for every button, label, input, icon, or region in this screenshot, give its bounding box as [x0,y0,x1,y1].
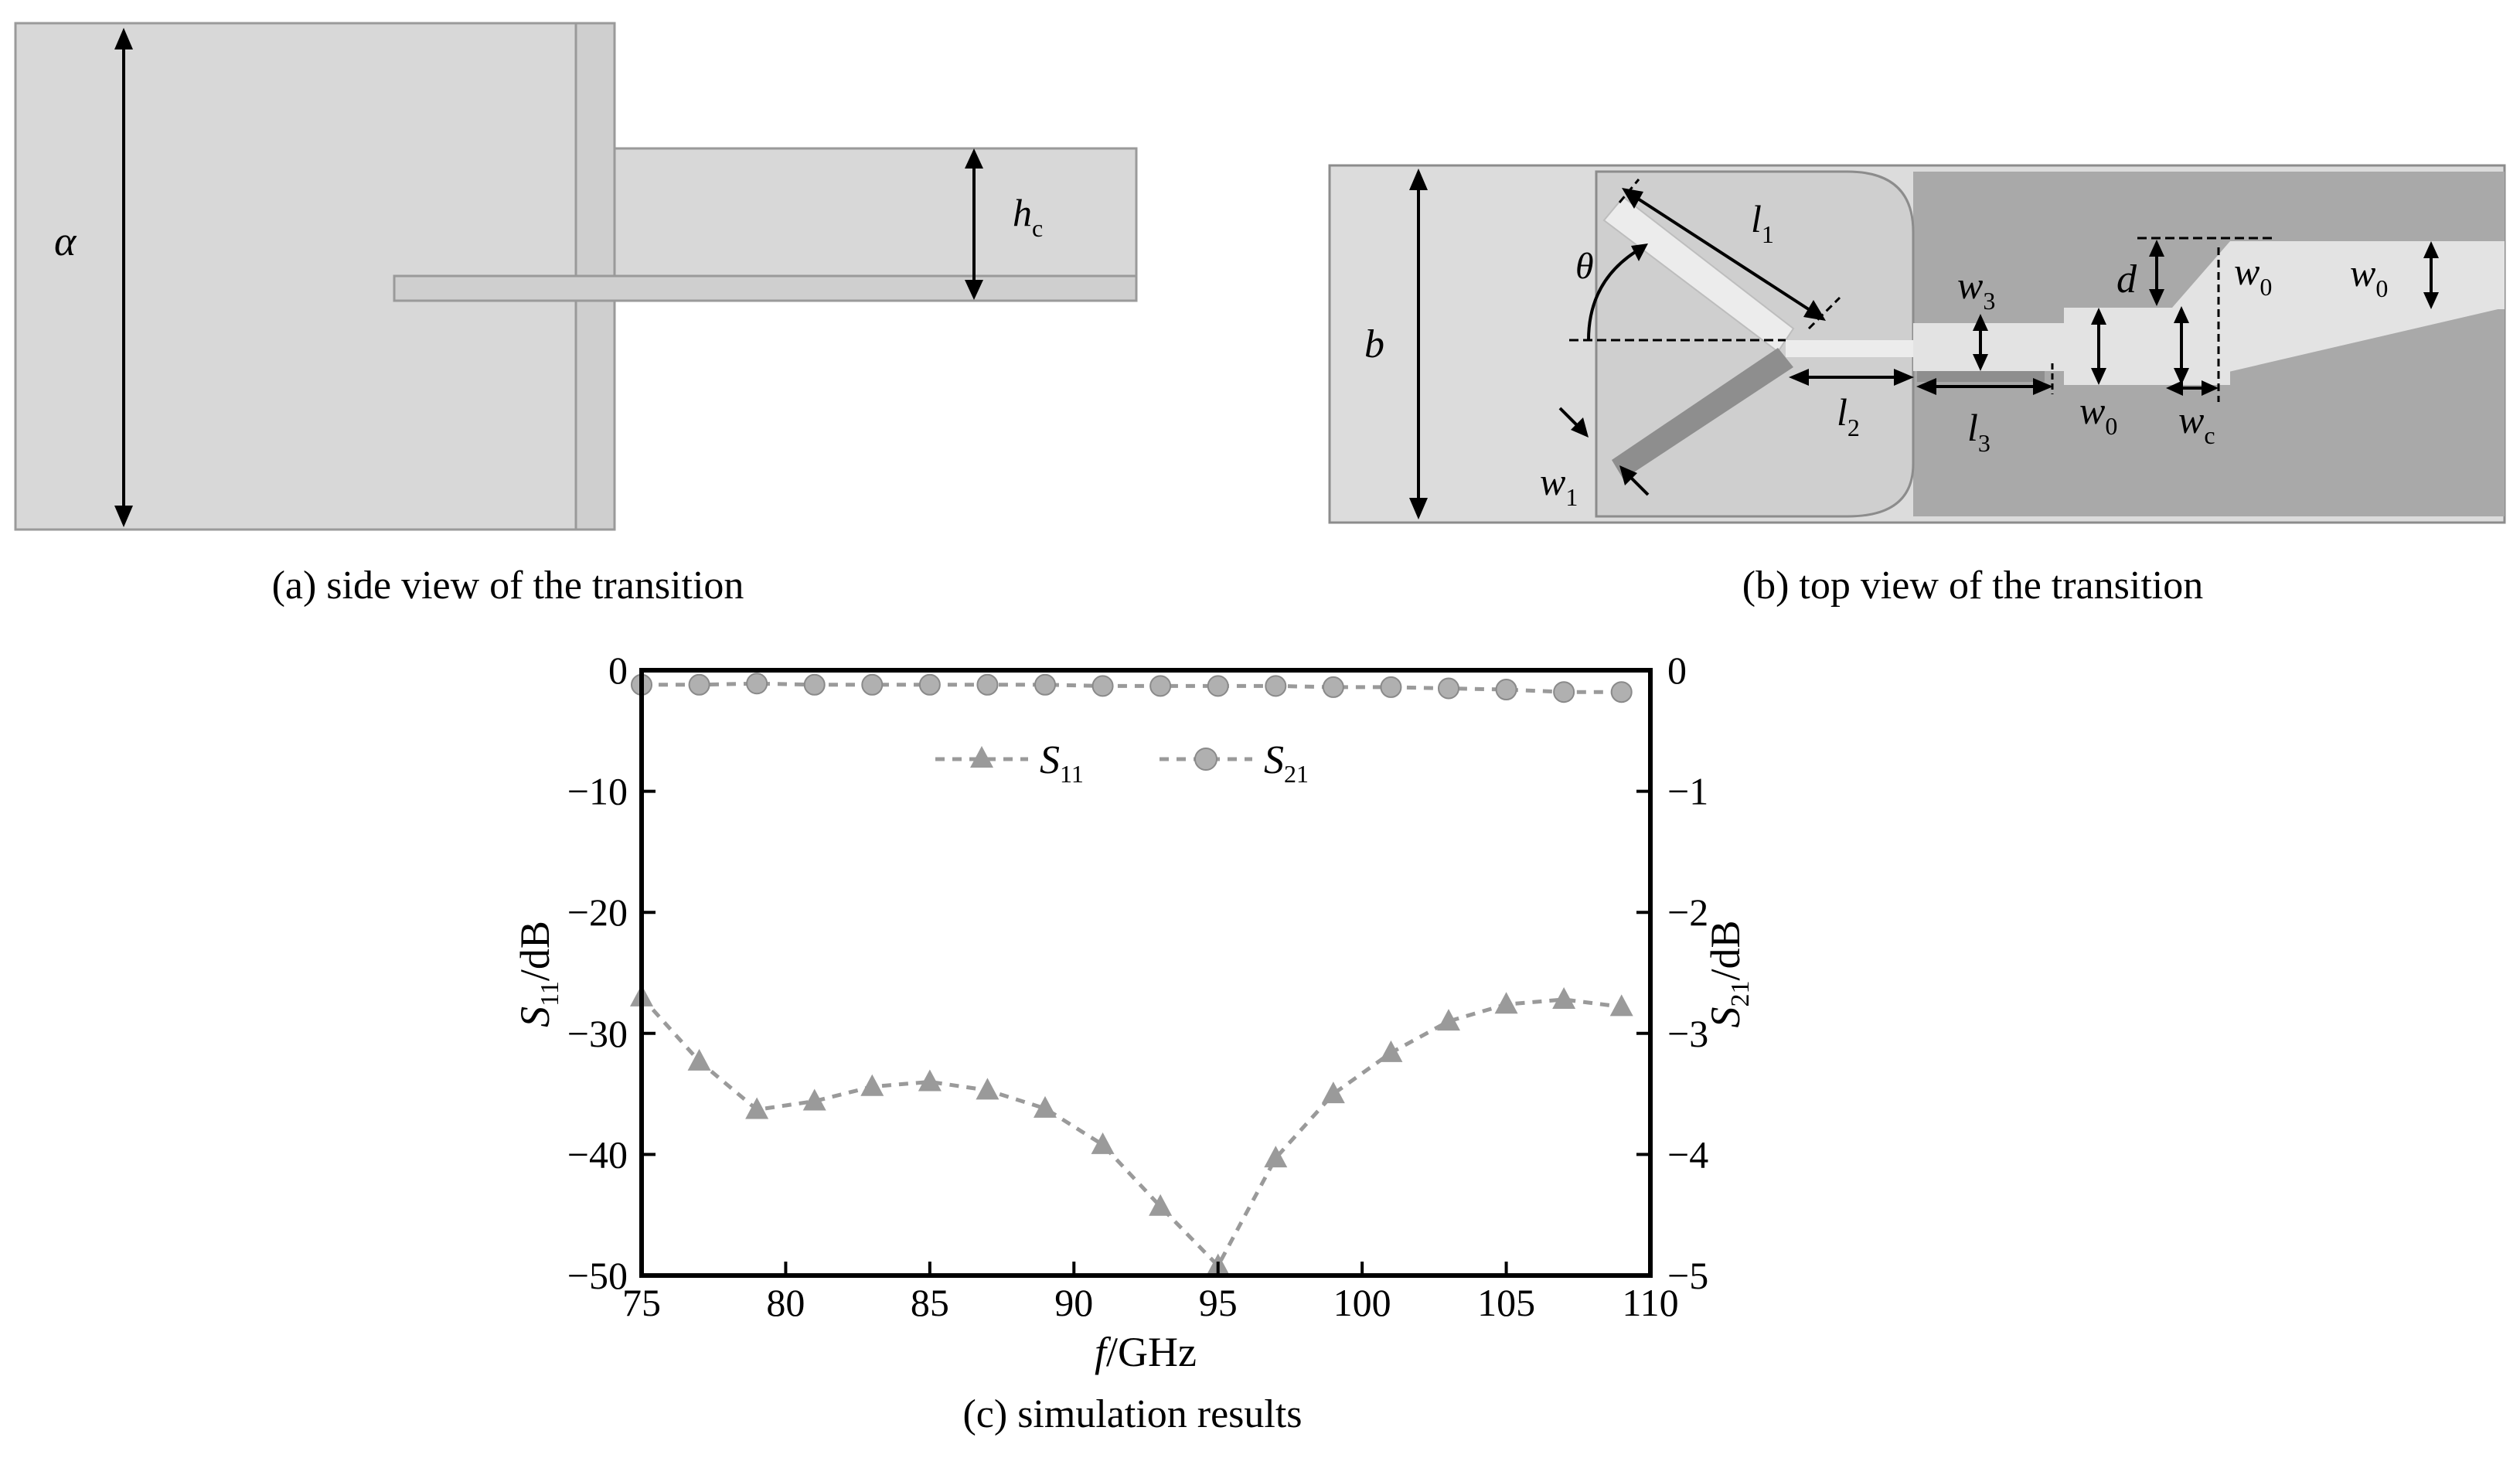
x-tick-label: 100 [1333,1281,1391,1324]
s11-point [860,1074,884,1096]
s11-point [1091,1132,1115,1154]
s11-point [1609,994,1633,1017]
d-label: d [2116,257,2137,301]
s21-point [1091,675,1114,697]
b-label: b [1364,322,1384,366]
s21-point [1380,676,1402,698]
l3-label: l3 [1967,406,1990,457]
y-axis-right-label: S21/dB [1702,920,1755,1027]
series-line-s21 [642,681,1622,694]
hc-label: hc [1013,191,1043,242]
s21-point [1610,681,1633,703]
theta-label: θ [1575,246,1594,287]
s21-point [1495,679,1517,701]
y-left-tick-label: −30 [567,1012,628,1055]
y-right-tick-label: −3 [1667,1012,1708,1055]
s11-point [802,1088,826,1111]
legend-label-s11: S11 [1040,738,1084,788]
s21-point [861,673,884,696]
wc-label: wc [2178,398,2215,449]
s21-point [918,673,941,696]
x-tick-label: 105 [1477,1281,1535,1324]
probe-strip [393,274,1138,302]
y-left-tick-label: −40 [567,1133,628,1176]
alpha-label: α [54,218,77,264]
x-axis-label: f/GHz [1095,1329,1197,1375]
probe-arm-lower [1612,348,1793,479]
w0-label-right: w0 [2350,251,2388,302]
l2-label: l2 [1837,390,1860,441]
s21-point [688,673,710,696]
s21-point [1265,675,1287,697]
s21-point [976,673,999,696]
s21-point [1438,677,1459,700]
y-right-tick-label: −4 [1667,1133,1708,1176]
s11-point [1437,1009,1460,1031]
y-right-tick-label: −2 [1667,891,1708,934]
legend-marker-s11 [970,746,993,768]
s21-point [1553,681,1575,703]
l1-label: l1 [1751,197,1774,248]
x-tick-label: 75 [622,1281,661,1324]
s11-point [1264,1146,1288,1168]
s21-point [746,673,768,695]
chart-legend: S11 S21 [935,738,1309,788]
plot-frame [639,668,1653,1278]
s11-point [918,1069,942,1092]
s11-point [1321,1081,1345,1104]
s21-point [1322,676,1344,698]
x-tick-label: 110 [1622,1281,1678,1324]
caption-a: (a) side view of the transition [271,564,744,608]
x-tick-label: 90 [1054,1281,1093,1324]
s21-point [803,673,826,696]
y-axis-left-label: S11/dB [512,921,564,1027]
x-tick-label: 85 [911,1281,949,1324]
y-left-tick-label: 0 [608,649,628,692]
x-tick-label: 80 [766,1281,805,1324]
w3-label: w3 [1957,264,1995,315]
s11-point [1034,1095,1057,1118]
s21-point [1207,675,1229,697]
w1-label: w1 [1540,460,1578,511]
s11-point [745,1097,769,1119]
reduced-section [613,147,1138,301]
w0-label-taper: w0 [2234,250,2272,301]
s11-point [1379,1040,1403,1062]
caption-b: (b) top view of the transition [1742,564,2204,608]
legend-label-s21: S21 [1264,738,1309,788]
y-left-tick-label: −10 [567,770,628,813]
probe-arm-upper [1602,196,1795,353]
top-view-diagram: b l1 θ w1 l2 l3 w3 w0 d w0 wc [1328,164,2506,524]
s11-point [1494,992,1518,1014]
s11-point [1149,1194,1173,1216]
y-left-tick-label: −20 [567,891,628,934]
legend-marker-s21 [1194,748,1217,771]
s11-point [1552,986,1576,1009]
series-line-s11 [640,996,1623,1269]
y-right-tick-label: −1 [1667,770,1708,813]
y-left-tick-label: −50 [567,1254,628,1297]
x-tick-label: 95 [1199,1281,1238,1324]
caption-c: (c) simulation results [962,1392,1303,1436]
side-view-diagram: α hc [14,22,1138,531]
s11-point [687,1048,711,1071]
theta-arc [1587,246,1643,341]
y-right-tick-label: −5 [1667,1254,1708,1297]
w0-label-middle: w0 [2079,389,2117,440]
y-right-tick-label: 0 [1667,649,1687,692]
s21-point [1034,673,1056,696]
s21-point [1149,675,1172,697]
s-parameter-chart: 75 80 85 90 95 100 105 110 0 −10 −20 −30 −40 −50 0 −1 −2… [512,649,1755,1375]
s11-point [976,1078,999,1100]
